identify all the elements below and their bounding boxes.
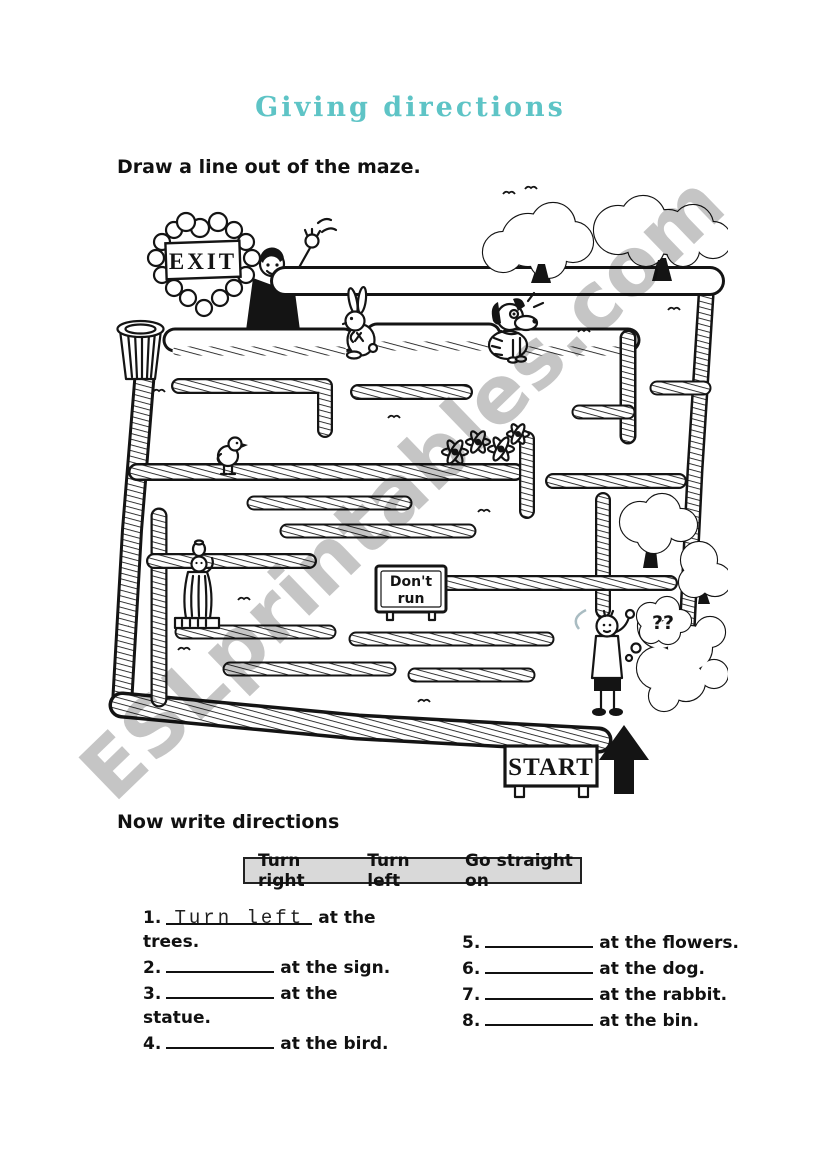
answer-blank[interactable] (485, 1007, 594, 1026)
word-bank-option-turn-right: Turn right (258, 850, 305, 891)
word-bank-option-turn-left: Turn left (367, 850, 410, 891)
exit-label: EXIT (169, 249, 237, 274)
item-text: at the rabbit. (599, 985, 728, 1005)
item-number: 1. (143, 908, 162, 928)
question-marks: ?? (652, 612, 674, 634)
rabbit (341, 285, 379, 360)
confused-person: ?? (590, 595, 693, 716)
answer-blank[interactable] (485, 955, 594, 974)
exercise-item-2: 2. at the sign. (143, 954, 401, 980)
hint-arrow (574, 608, 587, 630)
item-number: 7. (462, 985, 481, 1005)
item-text: at the bird. (280, 1034, 389, 1054)
maze-svg: EXIT (108, 185, 733, 799)
exit-wreath: EXIT (146, 211, 262, 318)
answer-blank[interactable] (166, 1030, 275, 1049)
item-text: at the sign. (280, 958, 391, 978)
maze-walls (108, 266, 725, 754)
item-number: 3. (143, 984, 162, 1004)
start-label: START (508, 754, 594, 781)
top-trees (481, 194, 733, 283)
exercise-item-7: 7. at the rabbit. (462, 981, 782, 1007)
item-number: 4. (143, 1034, 162, 1054)
item-number: 6. (462, 959, 481, 979)
bird (216, 436, 248, 476)
exercise-item-5: 5. at the flowers. (462, 929, 782, 955)
dont-run-line2: run (398, 591, 425, 607)
item-number: 2. (143, 958, 162, 978)
flowers (440, 423, 531, 465)
dont-run-line1: Don't (390, 574, 432, 590)
flying-birds (152, 185, 681, 703)
start-arrow (599, 725, 649, 794)
question-bubble: ?? (624, 595, 693, 663)
exercise-item-8: 8. at the bin. (462, 1007, 782, 1033)
item-text: at the flowers. (599, 933, 739, 953)
maze-illustration: EXIT (58, 180, 733, 825)
dog (487, 291, 545, 364)
write-directions-instruction: Now write directions (117, 811, 340, 833)
item-number: 8. (462, 1011, 481, 1031)
item-text: at the dog. (599, 959, 705, 979)
exit-sign: EXIT (164, 239, 242, 281)
draw-maze-instruction: Draw a line out of the maze. (117, 156, 421, 178)
exercise-column-right: 5. at the flowers. 6. at the dog. 7. at the… (462, 929, 782, 1033)
word-bank: Turn right Turn left Go straight on (243, 851, 582, 891)
item-text: at the statue. (143, 984, 338, 1028)
statue (173, 539, 221, 630)
dont-run-sign: Don't run (374, 564, 448, 622)
item-text: at the trees. (143, 908, 376, 952)
answer-blank[interactable] (166, 980, 275, 999)
item-text: at the bin. (599, 1011, 700, 1031)
answer-blank[interactable] (485, 929, 594, 948)
word-bank-option-go-straight: Go straight on (465, 850, 573, 891)
answer-blank[interactable]: Turn left (166, 906, 313, 929)
exercise-item-3: 3.at the statue. (143, 980, 401, 1030)
page-title: Giving directions (255, 92, 566, 123)
bin (116, 319, 165, 381)
start-sign: START (503, 744, 599, 799)
exercise-item-4: 4. at the bird. (143, 1030, 401, 1056)
item-number: 5. (462, 933, 481, 953)
exercise-item-6: 6. at the dog. (462, 955, 782, 981)
answer-blank[interactable] (485, 981, 594, 1000)
answer-text: Turn left (174, 907, 305, 929)
answer-blank[interactable] (166, 954, 275, 973)
